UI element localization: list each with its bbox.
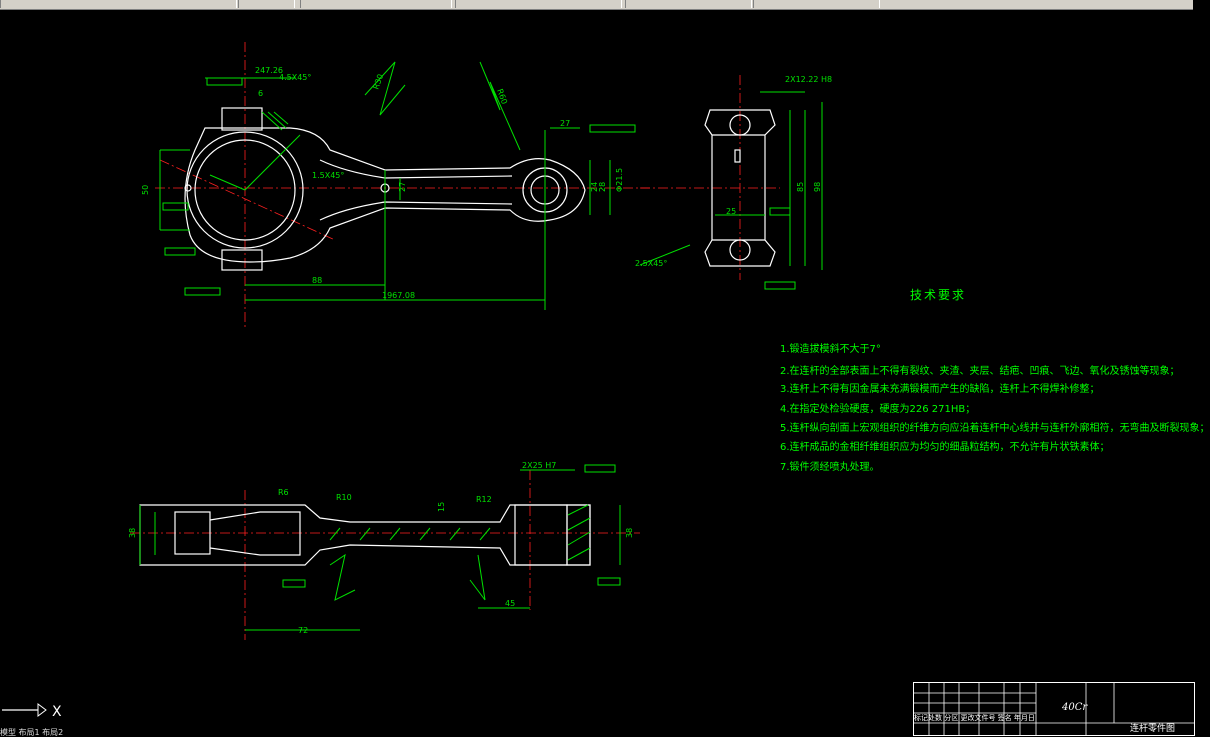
tech-item: 4.在指定处检验硬度，硬度为226 271HB； [780, 404, 976, 415]
ucs-x-label: X [52, 704, 62, 720]
material-label: 40Cr [1062, 702, 1088, 713]
dim-45: 45 [505, 599, 515, 608]
dim-27-mid: 27 [398, 182, 407, 192]
dim-27-top: 27 [560, 119, 570, 128]
tech-requirements-title: 技术要求 [910, 288, 967, 302]
toolbar-tab[interactable] [0, 0, 237, 8]
dim-chamfer-side: 2.5X45° [635, 259, 667, 268]
toolbar-tab[interactable] [300, 0, 452, 8]
dim-1967: 1967.08 [382, 291, 415, 300]
dim-15: 15 [437, 502, 446, 512]
dim-r30: R30 [371, 73, 385, 91]
ucs-icon: X [0, 696, 80, 730]
tech-item: 3.连杆上不得有因金属未充满锻模而产生的缺陷，连杆上不得焊补修整； [780, 384, 1100, 395]
dim-2x25: 2X25 H7 [522, 461, 556, 470]
dim-24: 24 [590, 182, 599, 192]
toolbar-tab[interactable] [625, 0, 752, 8]
drawing-canvas[interactable]: 247.26 4.5X45° R30 R60 27 50 88 1967.08 … [0, 10, 1193, 730]
dim-25: 25 [726, 207, 736, 216]
dim-bore: 2X12.22 H8 [785, 75, 832, 84]
front-view: 247.26 4.5X45° R30 R60 27 50 88 1967.08 … [141, 42, 650, 330]
dim-chamfer-mid: 1.5X45° [312, 171, 344, 180]
toolbar-tab[interactable] [238, 0, 295, 8]
dim-38-right: 38 [625, 528, 634, 538]
dim-88: 88 [312, 276, 322, 285]
side-view: 2X12.22 H8 2.5X45° 85 98 25 [635, 75, 832, 290]
dim-6-top: 6 [258, 89, 263, 98]
tech-item: 6.连杆成品的金相纤维组织应为均匀的细晶粒结构，不允许有片状铁素体； [780, 442, 1110, 453]
dim-72: 72 [298, 626, 308, 635]
title-block [913, 682, 1195, 736]
dim-28: 28 [598, 182, 607, 192]
title-block-headers: 标记处数 分区 更改文件号 签名 年月日 [914, 714, 1035, 722]
dim-50: 50 [141, 185, 150, 195]
dim-98: 98 [813, 182, 822, 192]
tech-item: 7.锻件须经喷丸处理。 [780, 462, 880, 473]
dim-85: 85 [796, 182, 805, 192]
dim-r6: R6 [278, 488, 289, 497]
toolbar-tab[interactable] [455, 0, 622, 8]
dim-chamfer-top: 4.5X45° [279, 73, 311, 82]
toolbar-tab[interactable] [753, 0, 880, 8]
bottom-view: 2X25 H7 R6 R10 R12 45 72 38 38 15 [128, 461, 640, 640]
tech-item: 5.连杆纵向剖面上宏观组织的纤维方向应沿着连杆中心线并与连杆外廓相符，无弯曲及断… [780, 423, 1210, 434]
layout-tabs[interactable]: 模型 布局1 布局2 [0, 728, 64, 737]
top-toolbar [0, 0, 1193, 10]
tech-item: 2.在连杆的全部表面上不得有裂纹、夹渣、夹层、结疤、凹痕、飞边、氧化及锈蚀等现象… [780, 366, 1180, 377]
part-name-label: 连杆零件图 [1130, 724, 1176, 734]
dim-r12: R12 [476, 495, 492, 504]
dim-r10: R10 [336, 493, 352, 502]
dim-247-26: 247.26 [255, 66, 283, 75]
tech-item: 1.锻造拔模斜不大于7° [780, 344, 881, 355]
dim-phi21: Φ21.5 [615, 168, 624, 192]
dim-38-left: 38 [128, 528, 137, 538]
